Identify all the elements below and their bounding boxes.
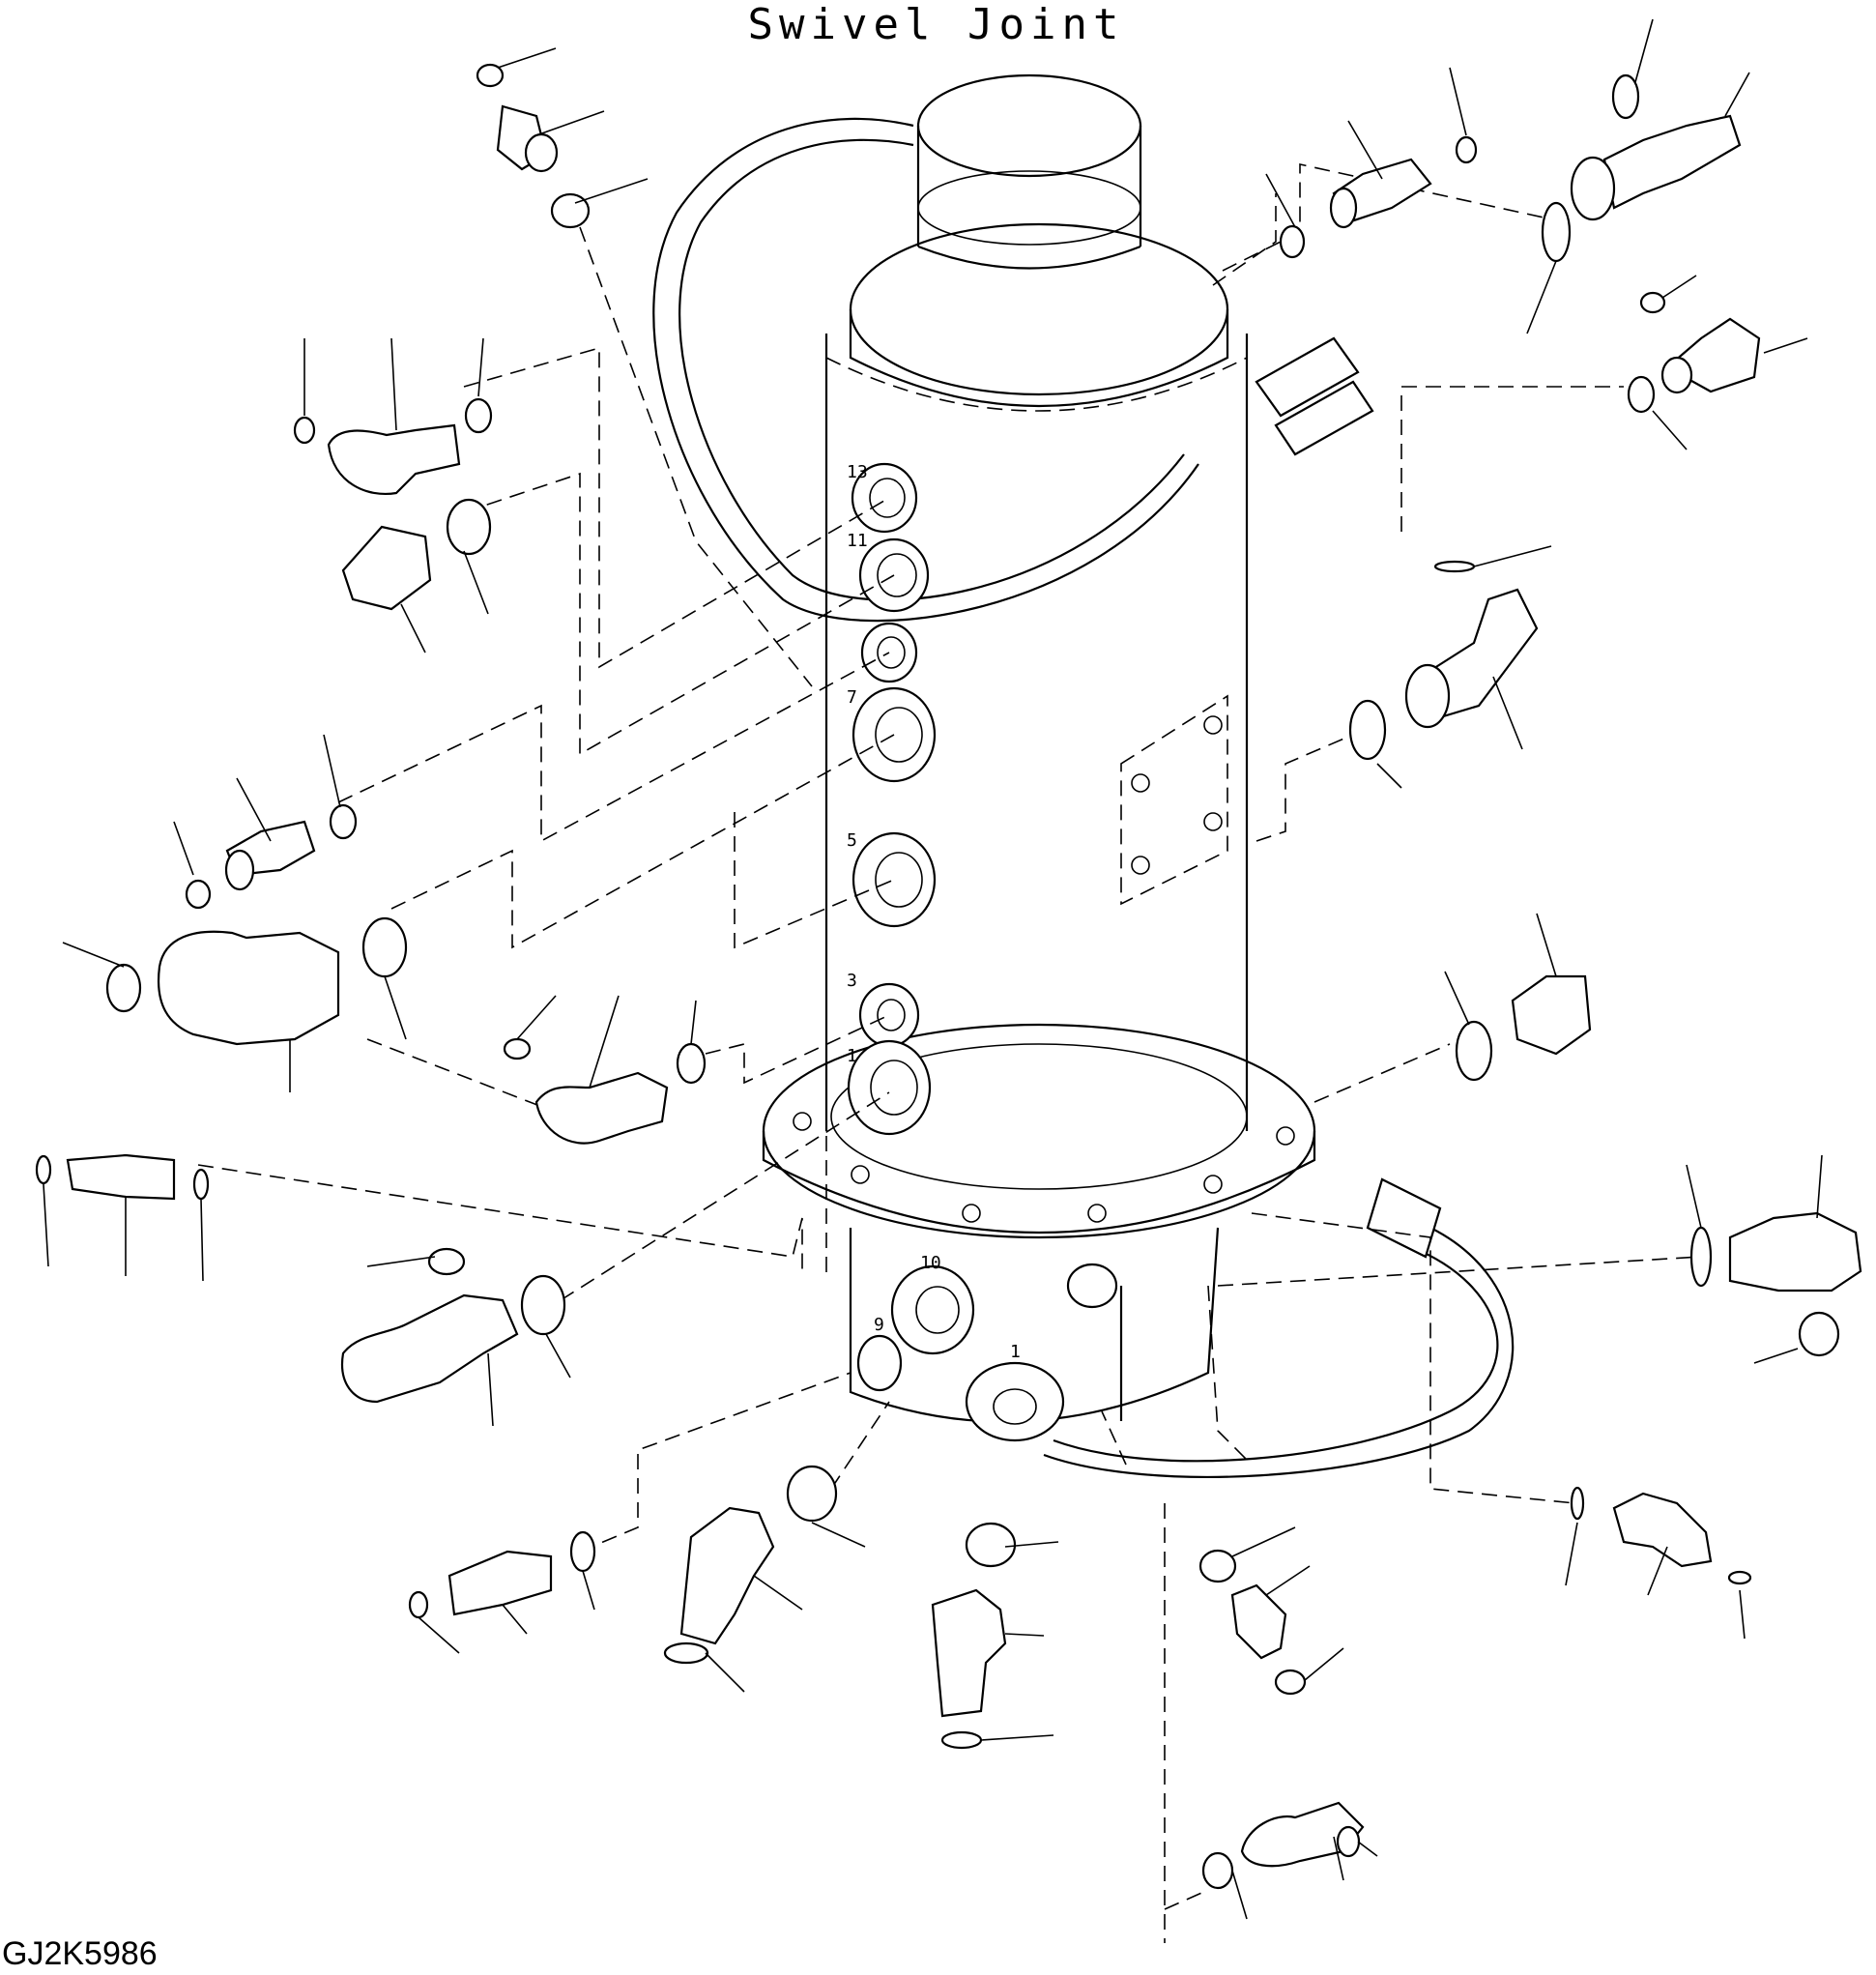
port-label-7: 7 bbox=[847, 687, 857, 708]
port-label-5: 5 bbox=[847, 830, 857, 851]
leader-lines bbox=[43, 18, 1823, 1920]
assembly-lines bbox=[197, 163, 1702, 1943]
diagram-title: Swivel Joint bbox=[747, 0, 1125, 49]
port-label-13: 13 bbox=[847, 462, 868, 482]
drawing-number: GJ2K5986 bbox=[2, 1935, 158, 1972]
port-label-9: 9 bbox=[874, 1315, 884, 1335]
port-label-11: 11 bbox=[847, 531, 868, 551]
port-label-1-upper: 1 bbox=[847, 1046, 857, 1066]
fittings bbox=[35, 63, 1862, 1890]
port-label-10: 10 bbox=[920, 1253, 941, 1273]
port-label-3: 3 bbox=[847, 971, 857, 991]
port-label-1-lower: 1 bbox=[1010, 1342, 1021, 1362]
ports: 13 11 7 5 3 1 10 9 1 bbox=[847, 462, 1118, 1442]
